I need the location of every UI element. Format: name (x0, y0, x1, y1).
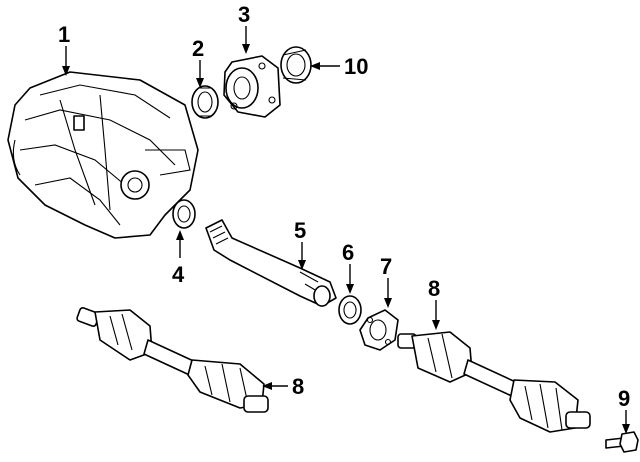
seal-2 (191, 85, 219, 119)
callout-8-left: 8 (292, 374, 304, 399)
callout-2: 2 (192, 36, 204, 61)
callout-6: 6 (342, 240, 354, 265)
axle-shaft-right (397, 331, 591, 433)
callout-1: 1 (58, 22, 70, 47)
callout-10: 10 (344, 54, 368, 79)
axle-shaft-left (76, 307, 269, 413)
callout-4: 4 (172, 262, 185, 287)
intermediate-shaft-5 (205, 219, 337, 307)
callout-8-right: 8 (428, 276, 440, 301)
seal-10 (280, 46, 312, 84)
bearing-6 (338, 295, 362, 325)
bolt-9 (605, 431, 639, 453)
callout-7: 7 (380, 254, 392, 279)
differential-housing (7, 71, 199, 239)
callout-9: 9 (618, 386, 630, 411)
callout-3: 3 (238, 2, 250, 27)
leader-lines (62, 26, 630, 434)
seal-4 (172, 199, 196, 229)
callout-5: 5 (294, 218, 306, 243)
bracket-7 (359, 309, 399, 351)
flange-3 (223, 55, 281, 118)
